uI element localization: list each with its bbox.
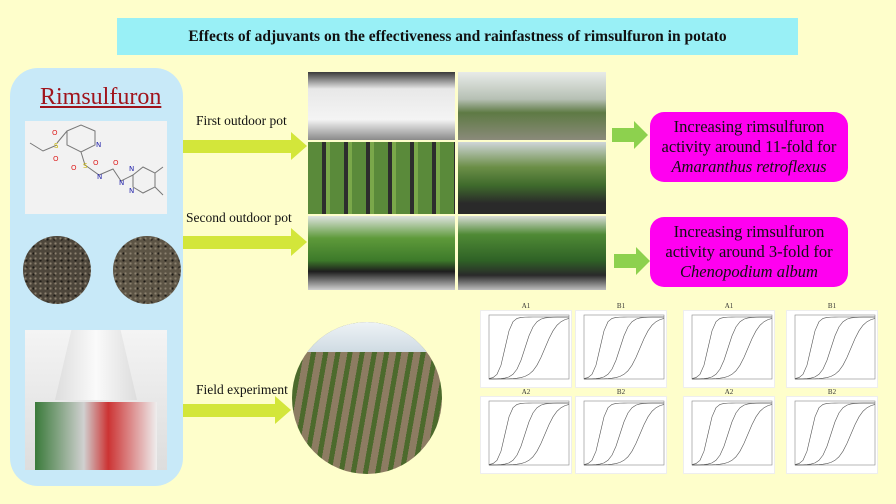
dose-response-curve [794, 404, 876, 466]
chart-panel-title: A2 [521, 388, 531, 396]
step-label-first-pot: First outdoor pot [196, 113, 287, 128]
dose-response-curve [488, 318, 570, 380]
rimsulfuron-heading: Rimsulfuron [40, 84, 162, 110]
greenhouse-photo-1 [308, 72, 455, 140]
page-title: Effects of adjuvants on the effectivenes… [188, 27, 727, 45]
result-text: Increasing rimsulfuron [673, 117, 825, 136]
svg-text:N: N [97, 173, 102, 181]
dose-response-curve [583, 316, 664, 379]
dose-response-curve [794, 402, 875, 465]
chart-panel: B2 [575, 388, 667, 474]
greenhouse-photo-2 [458, 72, 606, 140]
dose-response-curve [691, 402, 772, 465]
dose-response-curve [794, 316, 875, 379]
arrow-right-icon [183, 396, 291, 424]
dose-response-curve [488, 404, 570, 466]
green-arrow-icon [612, 121, 648, 149]
svg-text:N: N [119, 179, 124, 187]
dose-response-curve [583, 318, 665, 380]
chart-panel: A1 [683, 302, 775, 388]
title-banner: Effects of adjuvants on the effectivenes… [117, 18, 798, 55]
step-label-second-pot: Second outdoor pot [186, 210, 292, 225]
chart-panel-title: A1 [724, 302, 734, 310]
chart-panel-title: B1 [827, 302, 837, 310]
dose-response-curve [794, 316, 876, 380]
dose-response-curve [794, 318, 876, 380]
svg-text:N: N [96, 141, 101, 149]
chart-panel-title: A1 [521, 302, 531, 310]
svg-text:O: O [52, 129, 58, 137]
svg-text:O: O [71, 164, 77, 172]
dose-response-curve [583, 404, 665, 466]
dose-response-curve [691, 316, 772, 379]
seed-sample-image-1 [23, 236, 91, 304]
arrow-right-icon [183, 132, 307, 160]
step-label-field: Field experiment [196, 382, 288, 397]
svg-text:O: O [53, 155, 59, 163]
result-text: activity around 3-fold for [665, 242, 833, 261]
dose-response-curve [583, 402, 665, 466]
dose-response-curve [488, 402, 569, 465]
chart-panel: A1 [480, 302, 572, 388]
species-name: Chenopodium album [680, 262, 818, 281]
svg-text:O: O [113, 159, 119, 167]
dose-response-curve [488, 316, 569, 379]
pot-plants-photo-4 [458, 216, 606, 290]
svg-text:N: N [129, 187, 134, 195]
pot-plants-photo-1 [308, 142, 455, 214]
pot-plants-photo-2 [458, 142, 606, 214]
species-name: Amaranthus retroflexus [671, 157, 827, 176]
dose-response-curve [691, 318, 773, 380]
chart-panel-title: B1 [616, 302, 626, 310]
dose-response-curve [488, 402, 570, 466]
dose-response-curve [691, 404, 773, 466]
green-arrow-icon [614, 247, 650, 275]
svg-text:S: S [54, 142, 59, 150]
chart-panel: B1 [575, 302, 667, 388]
result-box-amaranthus: Increasing rimsulfuron activity around 1… [650, 112, 848, 182]
field-experiment-photo [292, 322, 442, 474]
dose-response-curve [691, 316, 773, 380]
chart-panel: A2 [480, 388, 572, 474]
seed-sample-image-2 [113, 236, 181, 304]
dose-response-curve [583, 316, 665, 380]
chart-panel: B2 [786, 388, 878, 474]
svg-text:S: S [83, 162, 88, 170]
chart-panel-title: B2 [616, 388, 626, 396]
chart-panel: A2 [683, 388, 775, 474]
chart-panel: B1 [786, 302, 878, 388]
svg-text:O: O [93, 159, 99, 167]
chart-panel-title: A2 [724, 388, 734, 396]
svg-text:N: N [129, 165, 134, 173]
herbicide-bottle-image [25, 330, 167, 470]
dose-response-curve [488, 316, 570, 380]
dose-response-curve [691, 402, 773, 466]
pot-plants-photo-3 [308, 216, 455, 290]
result-text: Increasing rimsulfuron [673, 222, 825, 241]
chart-panel-title: B2 [827, 388, 837, 396]
result-box-chenopodium: Increasing rimsulfuron activity around 3… [650, 217, 848, 287]
result-text: activity around 11-fold for [661, 137, 837, 156]
dose-response-curve [583, 402, 664, 465]
arrow-right-icon [183, 228, 307, 256]
dose-response-curve [794, 402, 876, 466]
